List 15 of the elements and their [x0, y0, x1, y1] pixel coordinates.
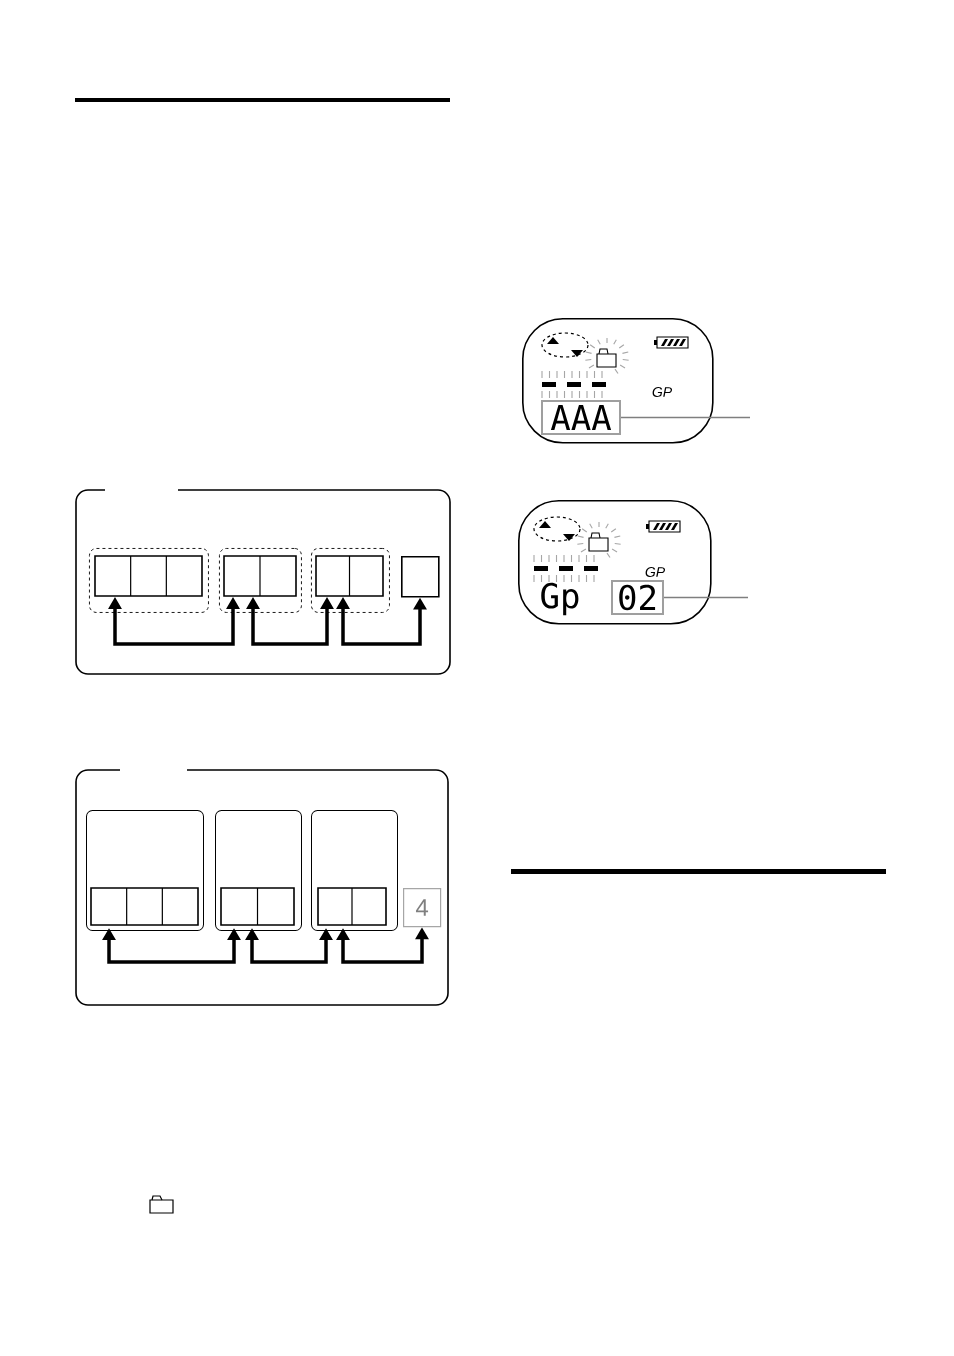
digit-group-box — [311, 810, 398, 931]
highlighted-segment-text: AAA — [541, 400, 621, 435]
dashed-digit-group — [311, 548, 390, 613]
dashed-digit-group — [219, 548, 302, 613]
digit-cell — [401, 556, 440, 598]
digit-group-box — [86, 810, 204, 931]
dashed-digit-group — [89, 548, 209, 613]
leader-line — [620, 416, 751, 419]
digit-group-box — [215, 810, 302, 931]
highlighted-segment-text: 02 — [611, 580, 664, 615]
digit-cell: 4 — [403, 888, 442, 928]
display-label: GP — [652, 387, 673, 397]
leader-line — [663, 596, 749, 599]
display-label: GP — [645, 567, 666, 577]
display-text: Gp — [541, 582, 579, 616]
